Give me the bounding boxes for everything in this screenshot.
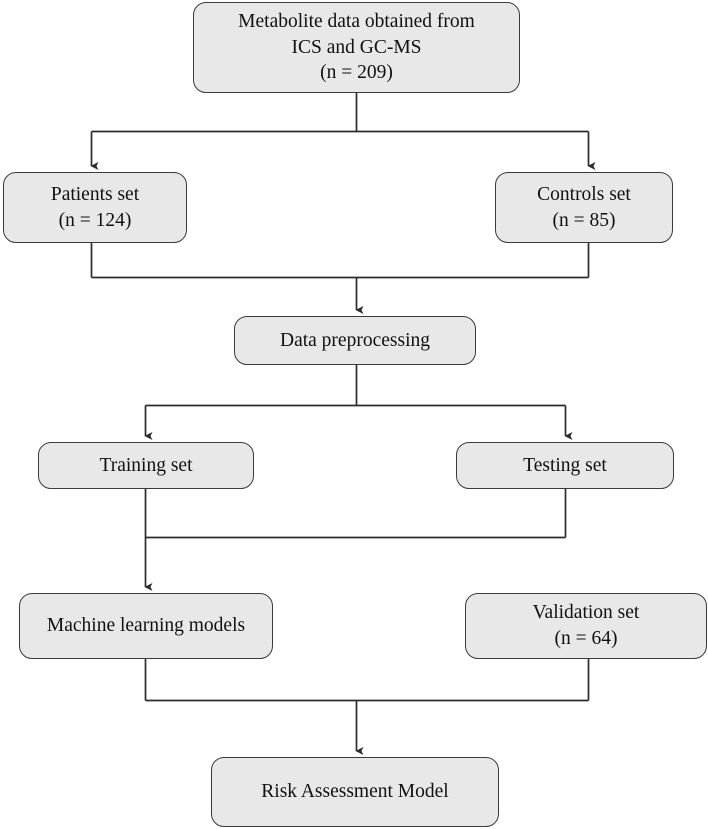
node-controls-line-1: Controls set bbox=[537, 183, 631, 205]
node-testing-set[interactable]: Testing set bbox=[456, 442, 674, 489]
node-risk-label: Risk Assessment Model bbox=[261, 781, 449, 803]
node-validation-set[interactable]: Validation set (n = 64) bbox=[465, 593, 707, 659]
node-data-preprocessing[interactable]: Data preprocessing bbox=[234, 316, 476, 365]
node-patients-line-2: (n = 124) bbox=[58, 209, 132, 231]
node-source-line-3: (n = 209) bbox=[320, 62, 393, 84]
node-models-label: Machine learning models bbox=[46, 615, 246, 637]
node-training-set[interactable]: Training set bbox=[38, 442, 254, 489]
node-validation-line-2: (n = 64) bbox=[554, 628, 618, 649]
node-metabolite-data-source[interactable]: Metabolite data obtained from ICS and GC… bbox=[193, 2, 520, 93]
node-testing-label: Testing set bbox=[523, 454, 607, 476]
node-machine-learning-models[interactable]: Machine learning models bbox=[19, 593, 273, 659]
node-source-line-2: ICS and GC-MS bbox=[291, 36, 422, 58]
node-preprocessing-label: Data preprocessing bbox=[280, 329, 430, 351]
node-patients-set[interactable]: Patients set (n = 124) bbox=[3, 172, 187, 243]
node-patients-line-1: Patients set bbox=[50, 183, 140, 205]
node-training-label: Training set bbox=[99, 454, 193, 476]
node-validation-line-1: Validation set bbox=[532, 602, 640, 624]
node-controls-line-2: (n = 85) bbox=[552, 209, 616, 231]
node-risk-assessment-model[interactable]: Risk Assessment Model bbox=[211, 757, 499, 827]
node-controls-set[interactable]: Controls set (n = 85) bbox=[495, 172, 673, 243]
node-source-line-1: Metabolite data obtained from bbox=[238, 10, 475, 32]
